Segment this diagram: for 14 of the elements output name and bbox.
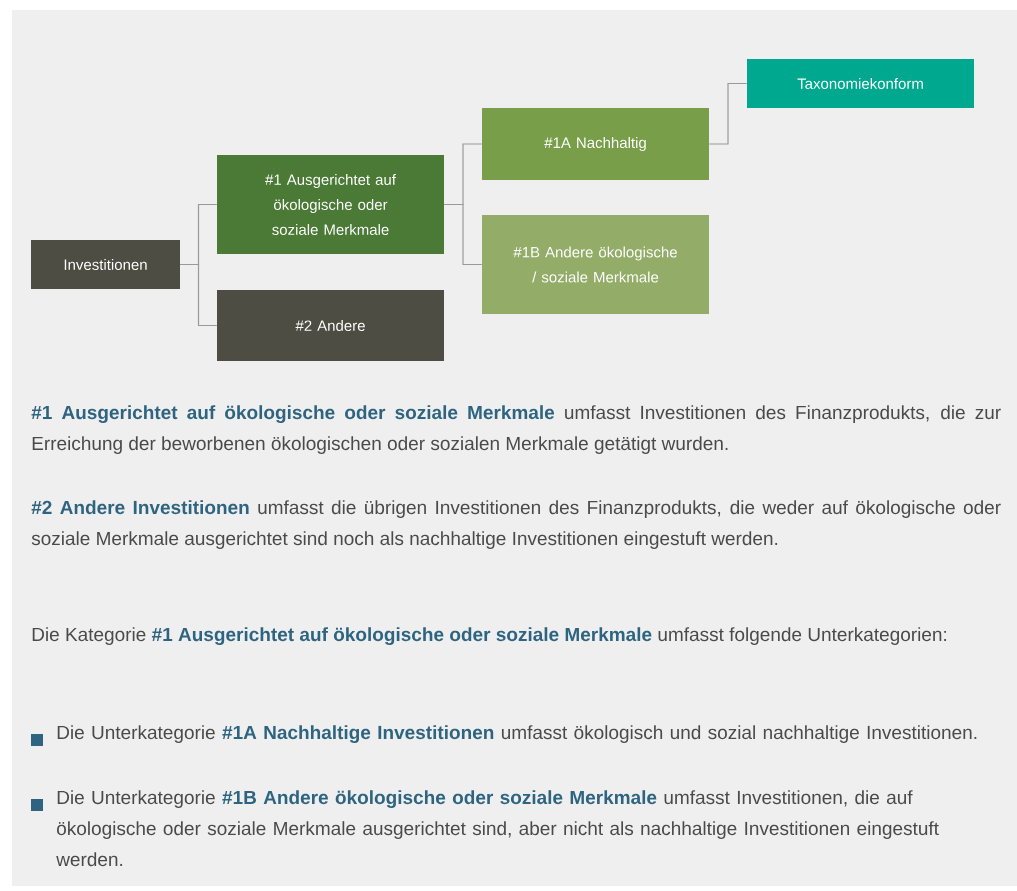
paragraph: Die Unterkategorie #1A Nachhaltige Investitionen umfasst ökologisch und sozial nachhaltige Investitionen. xyxy=(57,725,977,743)
category-box: #2 Andere xyxy=(217,290,444,361)
paragraph: Die Kategorie #1 Ausgerichtet auf ökologische oder soziale Merkmale umfasst folgende Unterkategorien: xyxy=(32,627,947,645)
connector-line xyxy=(708,82,748,145)
paragraph: Die Unterkategorie #1B Andere ökologische oder soziale Merkmale umfasst Investitionen, die auf ökologische oder soziale Merkmale ausgerichtet sind, aber nicht als nachhaltige Investitionen eingestuft werden. xyxy=(56,790,939,867)
category-box: #1B Andere ökologische / soziale Merkmale xyxy=(482,215,709,314)
paragraph: #1 Ausgerichtet auf ökologische oder soziale Merkmale umfasst Investitionen des Finanzprodukts, die zur Erreichung der beworbenen ökologischen oder sozialen Merkmale getätigt wurden. xyxy=(31,405,1001,454)
connector-line xyxy=(443,203,483,266)
category-box: #1A Nachhaltig xyxy=(482,108,709,180)
connector-line xyxy=(179,263,218,327)
category-box: Taxonomiekonform xyxy=(747,59,974,108)
category-box: Investitionen xyxy=(31,240,180,289)
paragraph: #2 Andere Investitionen umfasst die übrigen Investitionen des Finanzprodukts, die weder auf ökologische oder soziale Merkmale ausgerichtet sind noch als nachhaltige Investitionen eingestuft werden. xyxy=(31,500,1001,549)
category-box: #1 Ausgerichtet auf ökologische oder soziale Merkmale xyxy=(217,155,444,254)
